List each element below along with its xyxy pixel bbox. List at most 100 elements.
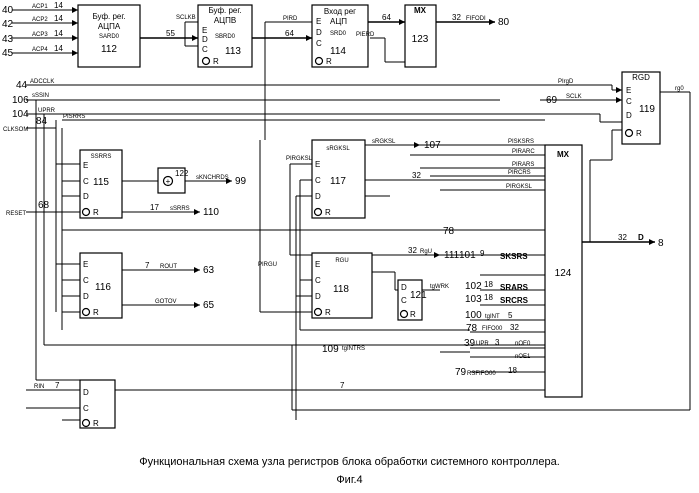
signal-pird: PIRD — [283, 16, 298, 22]
signal-uprr: UPRR — [38, 108, 56, 114]
width-32-b: 32 — [412, 171, 421, 180]
width-109: 109 — [322, 344, 339, 355]
signal-pirarc: PIRARC — [512, 149, 535, 155]
bottom-trigger: D C R — [80, 380, 115, 428]
port-8: 8 — [658, 238, 664, 249]
block-113-pin-c: C — [202, 45, 208, 54]
signal-pirgksl: PIRGKSL — [506, 184, 533, 190]
block-114-pin-c: C — [316, 39, 322, 48]
width-3: 3 — [495, 338, 500, 347]
signal-acp4: ACP4 — [32, 47, 48, 53]
port-80: 80 — [498, 17, 510, 28]
block-116-pin-d: D — [83, 292, 89, 301]
width-32-c: 32 — [408, 246, 417, 255]
block-114-signal: SRD0 — [330, 31, 347, 37]
block-121: D C 121 R — [398, 280, 427, 320]
block-116-number: 116 — [95, 282, 111, 293]
signal-fifoo0: FIFO00 — [482, 326, 503, 332]
block-113-subtitle: АЦПВ — [214, 16, 236, 25]
signal-reset: RESET — [6, 211, 26, 217]
block-117-pin-r: R — [325, 208, 331, 217]
signal-srcrs: SRCRS — [500, 296, 529, 305]
bottom-trigger-pin-r: R — [93, 419, 99, 428]
signal-adcclk: ADCCLK — [30, 79, 54, 85]
block-115-pin-r: R — [93, 208, 99, 217]
block-113-signal: SBRD0 — [215, 34, 236, 40]
signal-sclk: SCLK — [566, 94, 582, 100]
block-114-pin-e: E — [316, 17, 321, 26]
width-acp4: 14 — [54, 44, 63, 53]
block-118-title: RGU — [335, 258, 348, 264]
signal-rsfifo00: RSFIFO00 — [467, 371, 496, 377]
port-45: 45 — [2, 48, 14, 59]
block-118-reset-pin — [315, 309, 322, 316]
block-119: RGD E C 119 D R — [622, 72, 660, 144]
width-64-b: 64 — [382, 13, 391, 22]
block-114-pin-d: D — [316, 28, 322, 37]
port-107: 107 — [424, 140, 441, 151]
block-115-title: SSRRS — [91, 154, 112, 160]
signal-tgwrk: tgWRK — [430, 284, 449, 290]
block-119-pin-d: D — [626, 111, 632, 120]
block-119-pin-r: R — [636, 129, 642, 138]
block-116-pin-c: C — [83, 276, 89, 285]
block-115-number: 115 — [93, 177, 109, 188]
signal-rin: RIN — [34, 384, 44, 390]
block-117: sRGKSL E C 117 D R — [312, 140, 365, 218]
bottom-trigger-pin-c: C — [83, 404, 89, 413]
width-17: 17 — [150, 203, 159, 212]
width-79: 79 — [455, 367, 467, 378]
port-43: 43 — [2, 34, 14, 45]
block-124-title: MX — [557, 150, 570, 159]
width-7-a: 7 — [145, 261, 150, 270]
block-117-title: sRGKSL — [326, 146, 350, 152]
block-122: + 122 — [158, 168, 189, 193]
block-115-pin-d: D — [83, 192, 89, 201]
block-117-reset-pin — [315, 209, 322, 216]
width-acp3: 14 — [54, 29, 63, 38]
block-112-number: 112 — [101, 44, 117, 55]
block-117-pin-c: C — [315, 176, 321, 185]
signal-srgksl: sRGKSL — [372, 139, 396, 145]
signal-pisksrs: PISKSRS — [508, 139, 534, 145]
block-121-number: 121 — [410, 290, 427, 301]
port-69: 69 — [546, 95, 558, 106]
block-123-title: MX — [414, 6, 427, 15]
width-5: 5 — [508, 311, 513, 320]
signal-noe1: nOE1 — [515, 354, 531, 360]
block-116-pin-r: R — [93, 308, 99, 317]
block-122-number: 122 — [175, 169, 189, 178]
port-40: 40 — [2, 5, 14, 16]
signal-fifodi: FIFODI — [466, 16, 486, 22]
block-121-pin-r: R — [410, 310, 416, 319]
block-112-title: Буф. рег. — [92, 12, 125, 21]
signal-upr: UPR — [476, 341, 489, 347]
block-119-pin-c: C — [626, 97, 632, 106]
signal-sknchrds: sKNCHRDS — [196, 175, 229, 181]
port-65: 65 — [203, 300, 215, 311]
signal-rg0: rg0 — [675, 86, 684, 92]
block-119-reset-pin — [626, 130, 633, 137]
width-32-a: 32 — [452, 13, 461, 22]
port-68: 68 — [38, 200, 50, 211]
port-106: 106 — [12, 95, 29, 106]
block-113-reset-pin — [203, 58, 210, 65]
block-114-pin-r: R — [326, 57, 332, 66]
block-118-pin-e: E — [315, 260, 320, 269]
width-39: 39 — [464, 338, 476, 349]
width-acp2: 14 — [54, 14, 63, 23]
signal-acp1: ACP1 — [32, 4, 48, 10]
signal-tgintrs: tgINTRS — [342, 346, 365, 352]
block-117-pin-d: D — [315, 192, 321, 201]
width-32-d: 32 — [510, 323, 519, 332]
block-115-pin-e: E — [83, 161, 88, 170]
width-55: 55 — [166, 29, 175, 38]
signal-acp3: ACP3 — [32, 32, 48, 38]
figure-number: Фиг.4 — [0, 474, 699, 486]
signal-pirgd: PIrgD — [558, 79, 574, 85]
width-103: 103 — [465, 294, 482, 305]
block-113: Буф. рег. АЦПВ E D SBRD0 C 113 R — [198, 5, 252, 67]
width-9: 9 — [480, 249, 485, 258]
port-44: 44 — [16, 80, 28, 91]
width-101: 101 — [459, 250, 476, 261]
